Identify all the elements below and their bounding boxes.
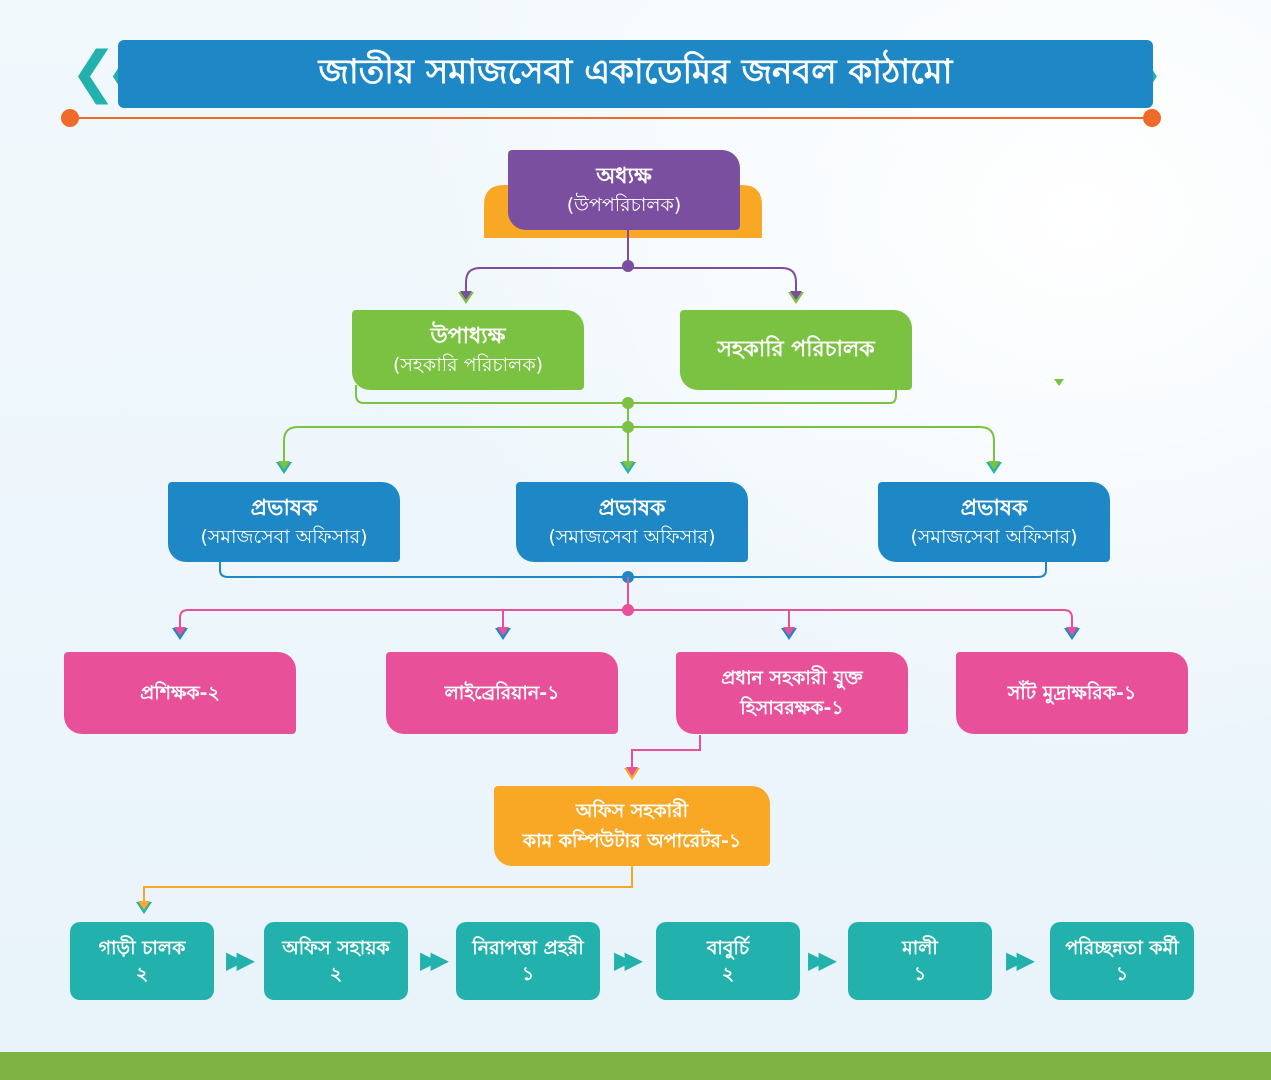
head-box-principal: অধ্যক্ষ (উপপরিচালক) [508, 150, 740, 230]
staff-title: অফিস সহায়ক [282, 937, 390, 959]
lecturer-title: প্রভাষক [960, 496, 1028, 521]
double-arrow-icon: ▶▶ [420, 946, 449, 974]
driver-box: গাড়ী চালক ২ [70, 922, 214, 1000]
double-arrow-icon: ▶▶ [808, 946, 837, 974]
lecturer-box-2: প্রভাষক (সমাজসেবা অফিসার) [516, 482, 748, 562]
lecturer-subtitle: (সমাজসেবা অফিসার) [910, 526, 1078, 548]
lecturer-box-1: প্রভাষক (সমাজসেবা অফিসার) [168, 482, 400, 562]
staff-title: বাবুর্চি [706, 937, 750, 959]
staff-count: ১ [1115, 963, 1129, 985]
lecturer-title: প্রভাষক [250, 496, 318, 521]
gardener-box: মালী ১ [848, 922, 992, 1000]
head-title: অধ্যক্ষ [596, 164, 652, 189]
staff-count: ১ [913, 963, 927, 985]
lecturer-subtitle: (সমাজসেবা অফিসার) [548, 526, 716, 548]
staff-count: ১ [521, 963, 535, 985]
staff-count: ২ [721, 963, 735, 985]
accountant-title: হিসাবরক্ষক-১ [740, 697, 844, 719]
security-guard-box: নিরাপত্তা প্রহরী ১ [456, 922, 600, 1000]
head-assistant-title: প্রধান সহকারী যুক্ত [721, 667, 863, 689]
staff-count: ২ [329, 963, 343, 985]
office-assistant-title: অফিস সহকারী [575, 800, 689, 822]
footer-bar [0, 1052, 1271, 1080]
page-title: জাতীয় সমাজসেবা একাডেমির জনবল কাঠামো [118, 40, 1153, 108]
lecturer-subtitle: (সমাজসেবা অফিসার) [200, 526, 368, 548]
head-assistant-accountant-box: প্রধান সহকারী যুক্ত হিসাবরক্ষক-১ [676, 652, 908, 734]
vice-principal-title: উপাধ্যক্ষ [430, 324, 506, 349]
double-arrow-icon: ▶▶ [1006, 946, 1035, 974]
lecturer-title: প্রভাষক [598, 496, 666, 521]
double-arrow-icon: ▶▶ [614, 946, 643, 974]
computer-operator-title: কাম কম্পিউটার অপারেটর-১ [522, 830, 742, 852]
trainer-box: প্রশিক্ষক-২ [64, 652, 296, 734]
librarian-box: লাইব্রেরিয়ান-১ [386, 652, 618, 734]
trainer-title: প্রশিক্ষক-২ [140, 682, 220, 704]
staff-title: নিরাপত্তা প্রহরী [472, 937, 584, 959]
cook-box: বাবুর্চি ২ [656, 922, 800, 1000]
staff-title: পরিচ্ছন্নতা কর্মী [1065, 937, 1179, 959]
office-helper-box: অফিস সহায়ক ২ [264, 922, 408, 1000]
office-assistant-computer-operator-box: অফিস সহকারী কাম কম্পিউটার অপারেটর-১ [494, 786, 770, 866]
stenographer-box: সাঁট মুদ্রাক্ষরিক-১ [956, 652, 1188, 734]
staff-title: গাড়ী চালক [98, 937, 186, 959]
vice-principal-subtitle: (সহকারি পরিচালক) [392, 354, 544, 376]
librarian-title: লাইব্রেরিয়ান-১ [444, 682, 560, 704]
stenographer-title: সাঁট মুদ্রাক্ষরিক-১ [1007, 682, 1137, 704]
assistant-director-box: সহকারি পরিচালক [680, 310, 912, 390]
double-arrow-icon: ▶▶ [226, 946, 255, 974]
lecturer-box-3: প্রভাষক (সমাজসেবা অফিসার) [878, 482, 1110, 562]
assistant-director-title: সহকারি পরিচালক [717, 337, 875, 362]
cleaner-box: পরিচ্ছন্নতা কর্মী ১ [1050, 922, 1194, 1000]
staff-count: ২ [135, 963, 149, 985]
staff-title: মালী [902, 937, 938, 959]
vice-principal-box: উপাধ্যক্ষ (সহকারি পরিচালক) [352, 310, 584, 390]
head-subtitle: (উপপরিচালক) [566, 194, 682, 216]
